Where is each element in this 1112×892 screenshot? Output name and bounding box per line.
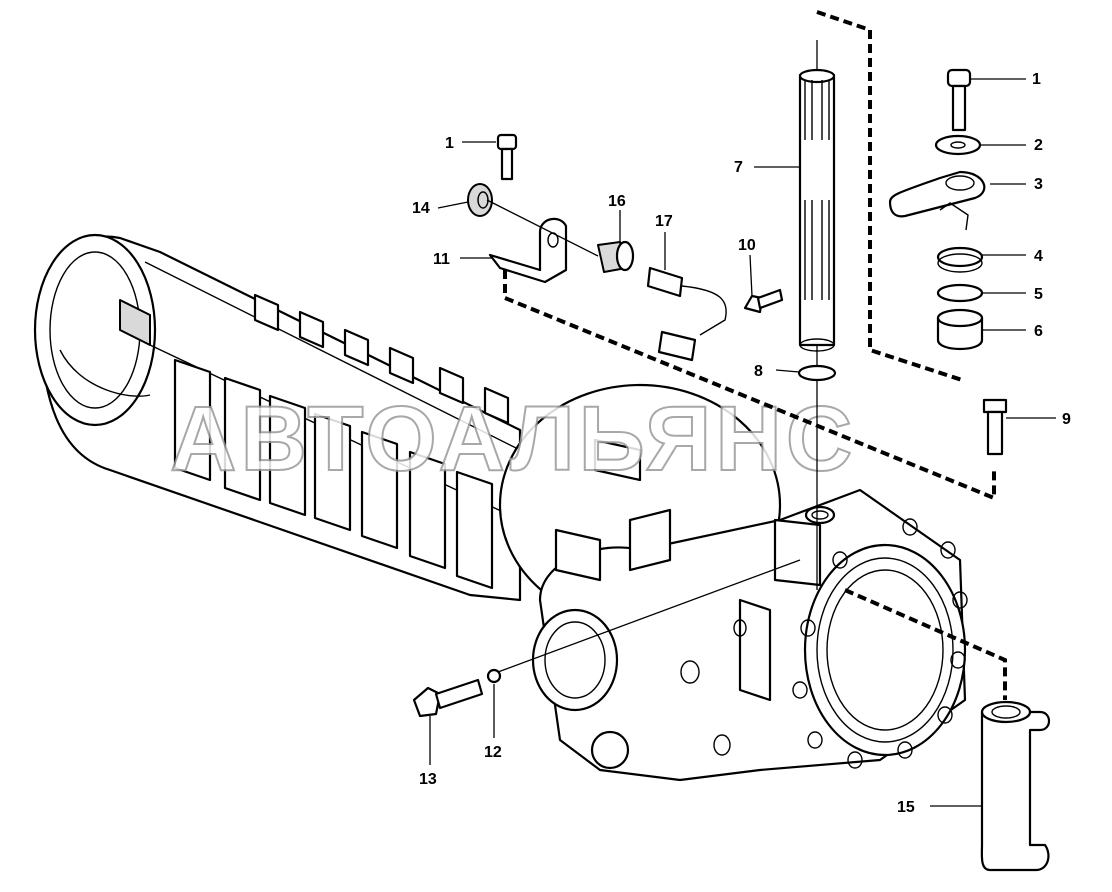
sleeve-15 <box>980 700 1051 872</box>
right-stack <box>888 68 986 350</box>
callout-12: 12 <box>484 744 502 761</box>
axle-tube <box>33 233 522 602</box>
callout-1-left: 1 <box>445 135 454 152</box>
flange-holes <box>680 518 968 769</box>
callout-11: 11 <box>433 251 450 268</box>
leader-lines <box>429 78 1056 807</box>
callout-labels: 1 14 11 16 17 7 10 8 1 2 3 4 5 6 9 12 13… <box>412 71 1071 816</box>
callout-16: 16 <box>608 193 626 210</box>
callout-6: 6 <box>1034 323 1043 340</box>
callout-9: 9 <box>1062 411 1071 428</box>
callout-14: 14 <box>412 200 430 217</box>
callout-7: 7 <box>734 159 743 176</box>
callout-10: 10 <box>738 237 756 254</box>
callout-4: 4 <box>1034 248 1043 265</box>
bolt-10 <box>743 288 784 314</box>
kingpin-shaft <box>798 68 836 352</box>
ball-12 <box>486 668 502 684</box>
callout-3: 3 <box>1034 176 1043 193</box>
callout-8: 8 <box>754 363 763 380</box>
callout-15: 15 <box>897 799 915 816</box>
callout-5: 5 <box>1034 286 1043 303</box>
axle-splines <box>173 293 510 590</box>
callout-17: 17 <box>655 213 673 230</box>
watermark: АВТОАЛЬЯНС <box>170 388 856 490</box>
callout-1-right: 1 <box>1032 71 1041 88</box>
bolt-9 <box>982 398 1008 456</box>
bolt-13 <box>412 678 484 718</box>
callout-2: 2 <box>1034 137 1043 154</box>
o-ring-8 <box>797 364 837 382</box>
knuckle-housing <box>498 383 968 782</box>
bracket-assembly <box>467 133 727 362</box>
callout-13: 13 <box>419 771 437 788</box>
